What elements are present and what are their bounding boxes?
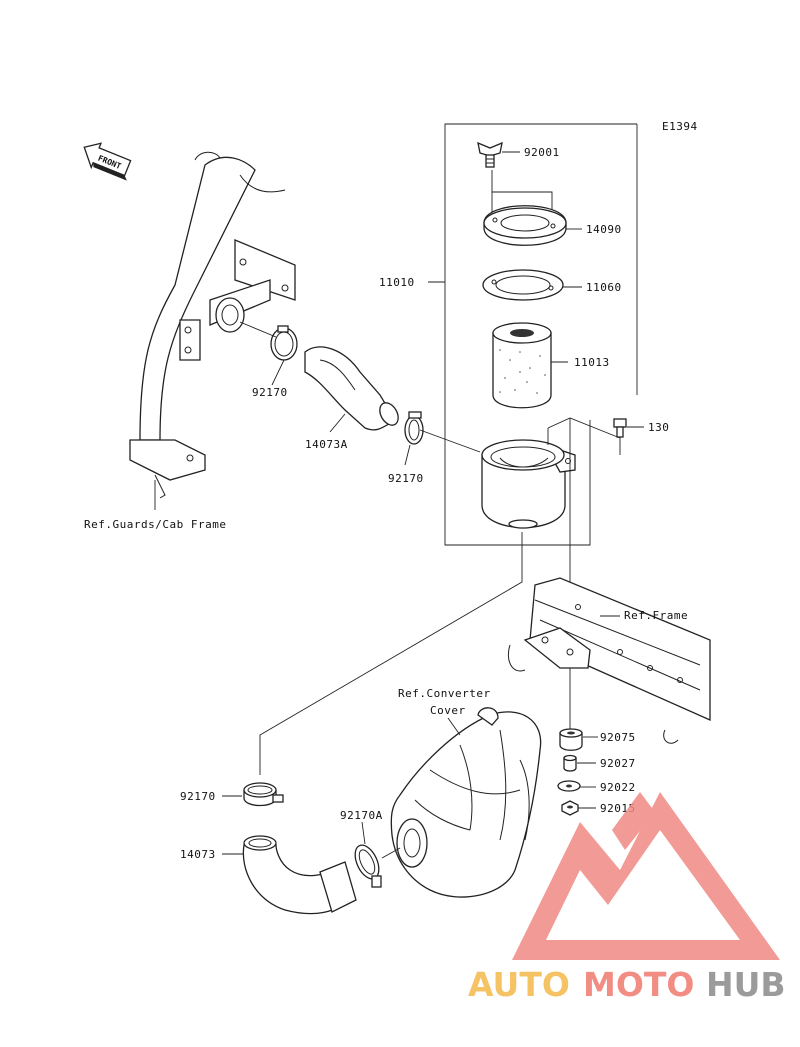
logo-triangle-icon (512, 792, 780, 960)
converter-cover (390, 707, 542, 898)
bolt-130 (613, 418, 627, 438)
part-label-92075: 92075 (600, 731, 636, 744)
cab-frame-guard (129, 151, 296, 510)
hose-clamp-low (243, 782, 284, 807)
ref-converter-label-line1: Ref.Converter (398, 687, 491, 700)
hose-clamp-top (239, 321, 298, 361)
ref-frame-label: Ref.Frame (624, 609, 688, 622)
intake-hose-14073a (304, 346, 399, 431)
collar-92027 (563, 754, 577, 772)
diagram-id: E1394 (662, 120, 698, 133)
logo-text-auto: AUTO (468, 965, 570, 1004)
part-label-14073: 14073 (180, 848, 216, 861)
automotohub-logo: AUTO MOTO HUB (468, 792, 786, 1004)
ref-guards-label: Ref.Guards/Cab Frame (84, 518, 226, 531)
part-label-92001: 92001 (524, 146, 560, 159)
hose-clamp-mid (404, 411, 481, 453)
part-label-92170a: 92170A (340, 809, 383, 822)
part-label-130: 130 (648, 421, 669, 434)
logo-text-moto: MOTO (583, 965, 694, 1004)
grommet-92075 (559, 728, 583, 751)
vehicle-frame (507, 577, 711, 744)
part-label-92170-low: 92170 (180, 790, 216, 803)
logo-text-hub: HUB (706, 965, 786, 1004)
wing-bolt-92001 (477, 141, 503, 168)
part-label-11060: 11060 (586, 281, 622, 294)
cover-plate-14090 (483, 205, 567, 246)
part-label-92022: 92022 (600, 781, 636, 794)
washer-92022 (557, 780, 581, 792)
assembly-box-11010 (444, 123, 637, 546)
part-label-92170-top: 92170 (252, 386, 288, 399)
part-label-11013: 11013 (574, 356, 610, 369)
part-label-14090: 14090 (586, 223, 622, 236)
part-label-14073a: 14073A (305, 438, 348, 451)
ref-converter-label-line2: Cover (430, 704, 466, 717)
part-label-92170-mid: 92170 (388, 472, 424, 485)
hose-clamp-92170a (354, 844, 382, 888)
air-cleaner-housing (481, 439, 576, 529)
front-arrow-icon: FRONT (83, 142, 132, 181)
intake-hose-14073 (242, 835, 357, 915)
gasket-11060 (482, 269, 564, 301)
nut-92015 (561, 800, 579, 816)
part-label-11010: 11010 (379, 276, 415, 289)
part-label-92027: 92027 (600, 757, 636, 770)
filter-element-11013 (492, 322, 552, 409)
